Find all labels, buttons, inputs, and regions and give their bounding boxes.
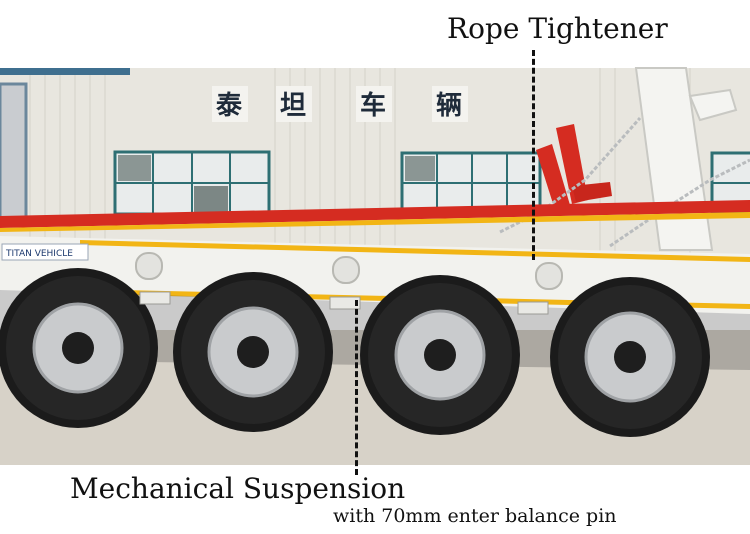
wheel-1 <box>0 268 158 428</box>
deck-yellow-stripe <box>0 212 750 232</box>
svg-text:坦: 坦 <box>280 91 306 121</box>
body-yellow-top <box>80 240 750 262</box>
building-sign: 泰 坦 车 辆 <box>212 86 468 122</box>
suspension-brackets <box>139 291 549 315</box>
chain-left <box>499 117 642 234</box>
brand-plate-text: TITAN VEHICLE <box>5 249 73 259</box>
balance-pin-note: with 70mm enter balance pin <box>333 505 617 527</box>
body-recesses <box>135 252 563 290</box>
white-bottom-band <box>0 465 750 534</box>
red-upright-1 <box>536 144 570 210</box>
svg-text:泰: 泰 <box>216 91 243 121</box>
deck-red-stripe <box>0 200 750 228</box>
white-top-band <box>0 0 750 68</box>
side-door <box>0 82 28 221</box>
svg-text:辆: 辆 <box>436 91 462 121</box>
brand-plate <box>1 243 89 261</box>
red-bracket <box>572 182 612 202</box>
rope-tightener-label: Rope Tightener <box>447 12 668 45</box>
wheel-4 <box>550 277 710 437</box>
window-left <box>113 150 271 216</box>
suspension-pointer <box>355 300 358 475</box>
wheel-2 <box>173 272 333 432</box>
mechanical-suspension-label: Mechanical Suspension <box>70 472 406 505</box>
chain-right <box>609 158 750 248</box>
rope-tightener-pointer <box>532 50 535 260</box>
rear-ramp-right <box>688 88 738 122</box>
window-middle <box>400 151 542 215</box>
svg-text:车: 车 <box>360 90 386 121</box>
wheel-3 <box>360 275 520 435</box>
wall-ribs <box>29 68 691 260</box>
roof-edge <box>0 68 130 75</box>
